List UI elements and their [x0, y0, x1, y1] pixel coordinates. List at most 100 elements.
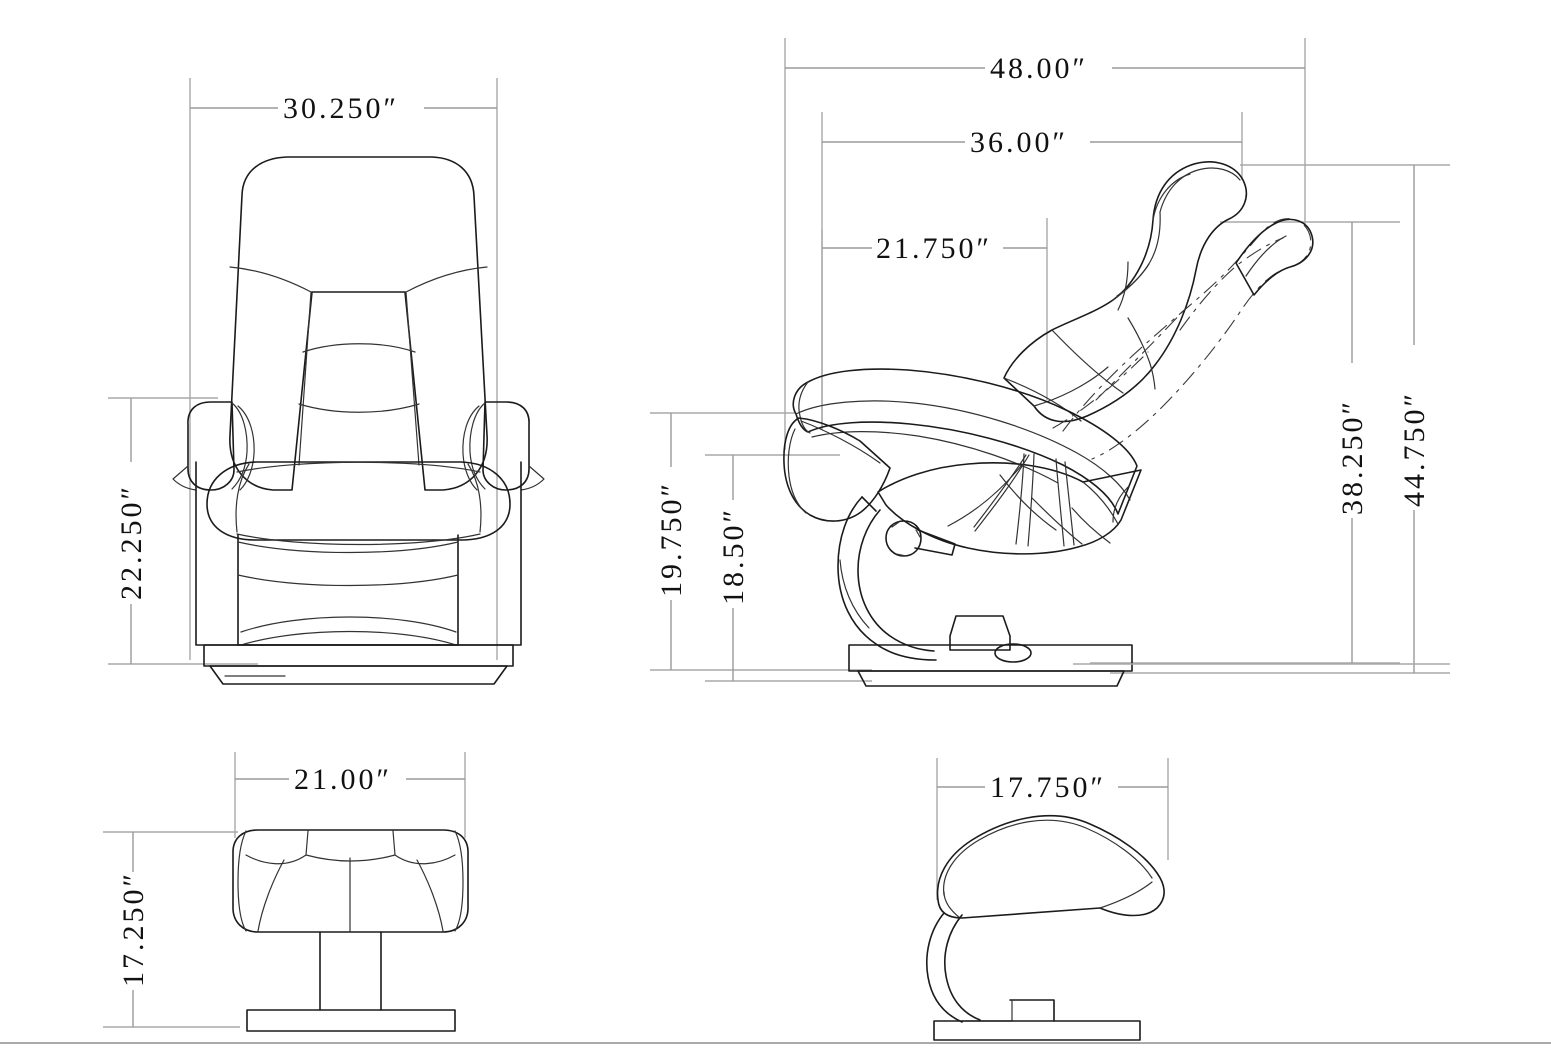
- ottoman-side-base-plate: [933, 1020, 1141, 1041]
- armrest-front-pad-seam2: [800, 420, 881, 464]
- ottoman-side-cushion-outline: [936, 814, 1165, 919]
- seat-cushion-seam-right: [467, 463, 482, 533]
- recliner-front-geometry: [172, 156, 545, 685]
- backrest-quilt-seam-a: [1051, 329, 1124, 394]
- dimension-label-seat-front-height: 19.750″: [655, 481, 688, 597]
- dimension-recliner-width: 30.250″: [189, 78, 498, 660]
- view-recliner-side: 48.00″ 36.00″ 21.750″ 19.750″: [650, 38, 1450, 687]
- backrest-upright-phantom-seam2: [1052, 351, 1149, 429]
- headrest-reclined-inner-seam: [1152, 173, 1191, 221]
- mechanism-line-1: [1015, 453, 1025, 545]
- front-skirt-seam-lower2: [240, 630, 457, 646]
- tension-knob: [885, 520, 922, 557]
- backrest-quilt-seam-b: [1033, 366, 1109, 407]
- armrest-right-fold-b: [462, 405, 480, 491]
- seat-cushion-top-seam: [236, 461, 481, 473]
- seat-frame-seam2: [1112, 486, 1129, 523]
- backrest-reclined-outline: [1003, 161, 1248, 423]
- base-riser-block: [949, 615, 1011, 651]
- dimension-label-ottoman-height: 17.250″: [117, 871, 150, 987]
- dimension-ottoman-width: 21.00″: [234, 752, 466, 838]
- armrest-left-skirt: [172, 465, 197, 491]
- dimension-recliner-seat-depth: 21.750″: [821, 218, 1048, 430]
- center-cushion-right-seam: [405, 291, 420, 466]
- armrest-right-skirt: [520, 465, 545, 491]
- dimension-label-ottoman-width: 21.00″: [294, 763, 392, 796]
- back-panel-right-seam: [405, 266, 488, 293]
- base-plate-lower-side: [857, 670, 1125, 687]
- dimension-label-seat-rear-height: 18.50″: [717, 507, 750, 605]
- dimension-label-seat-depth: 21.750″: [876, 232, 992, 265]
- front-skirt-seam-lower: [240, 616, 457, 633]
- base-plate-upper-side: [848, 644, 1133, 672]
- recliner-side-geometry: [783, 161, 1450, 687]
- dimension-upright-height: 44.750″: [1110, 164, 1450, 674]
- backrest-upright-phantom-outline: [1062, 218, 1312, 460]
- headrest-reclined-neck-seam: [1116, 211, 1161, 297]
- mechanism-line-10: [999, 474, 1057, 531]
- front-skirt-panel: [237, 534, 459, 646]
- pedestal-column-cap: [861, 496, 877, 512]
- armrest-left-fold-a: [231, 402, 248, 490]
- dimension-label-upright-height: 44.750″: [1398, 391, 1431, 507]
- armrest-side-outline: [792, 368, 1138, 515]
- center-cushion-left-seam: [298, 291, 312, 466]
- mechanism-line-5: [973, 454, 1027, 528]
- backrest-reclined-panel-seam2: [1117, 261, 1129, 311]
- seat-frame-seam: [1082, 481, 1119, 525]
- tension-knob-facet-b: [915, 529, 921, 538]
- dimension-ottoman-depth: 17.750″: [936, 758, 1169, 900]
- pedestal-column-outer: [837, 496, 937, 661]
- dimension-label-upright-depth: 36.00″: [970, 126, 1068, 159]
- mechanism-line-8: [1031, 497, 1083, 545]
- armrest-side-top-seam: [795, 400, 1131, 501]
- front-skirt-seam-upper: [237, 541, 459, 554]
- headrest-upright-seam: [1245, 235, 1287, 277]
- seat-frame-outline: [877, 462, 1142, 555]
- front-skirt-seam-mid: [237, 574, 459, 587]
- dimension-seat-rear-height: 18.50″: [705, 454, 872, 682]
- armrest-side-lower-seam: [811, 431, 1059, 484]
- ottoman-cushion-right-panel-seam: [416, 859, 444, 932]
- ottoman-cushion-center-top-seam: [305, 854, 396, 862]
- dimension-recliner-seat-height: 22.250″: [108, 397, 258, 665]
- tension-knob-facet-a: [891, 521, 900, 528]
- mechanism-line-9: [1071, 507, 1111, 544]
- armrest-right-pad: [482, 401, 530, 491]
- backrest-upright-phantom-seam: [1095, 307, 1187, 401]
- pedestal-column-inner: [857, 509, 935, 652]
- dimension-label-recliner-seat-height: 22.250″: [115, 484, 148, 600]
- mechanism-line-3: [1064, 461, 1075, 546]
- backrest-upright-phantom-inner: [1179, 237, 1284, 331]
- armrest-side-front-cap: [798, 381, 811, 434]
- tension-knob-lever: [914, 529, 956, 556]
- armrest-left-fold-b: [237, 405, 255, 491]
- dimension-seat-front-height: 19.750″: [650, 412, 872, 671]
- headrest-reclined-neck-seam2: [1112, 263, 1150, 301]
- ottoman-base-plate: [246, 1009, 456, 1032]
- view-recliner-front: 30.250″ 22.250″: [108, 78, 545, 685]
- center-cushion-seam-upper: [302, 343, 416, 353]
- dimension-label-reclined-depth: 48.00″: [990, 52, 1088, 85]
- armrest-right-fold-a: [469, 402, 486, 490]
- ottoman-cushion-right-edge: [454, 830, 464, 932]
- dimension-recliner-upright-depth: 36.00″: [821, 112, 1243, 430]
- ottoman-cushion-left-edge: [237, 830, 247, 932]
- mechanism-line-2: [1027, 453, 1035, 547]
- dimension-recliner-reclined-depth: 48.00″: [784, 38, 1306, 450]
- base-bolt-cap: [994, 643, 1032, 663]
- dimension-label-reclined-height: 38.250″: [1336, 399, 1369, 515]
- ottoman-side-top-seam: [943, 819, 1153, 896]
- tension-knob-facet-c: [895, 553, 907, 557]
- dimension-label-ottoman-depth: 17.750″: [990, 771, 1106, 804]
- back-panel-left-seam: [229, 266, 312, 293]
- mechanism-line-7: [947, 465, 1022, 527]
- armrest-left-pad: [187, 401, 235, 491]
- view-ottoman-side: 17.750″: [925, 758, 1169, 1041]
- seat-cushion-seam-left: [235, 463, 250, 533]
- ottoman-side-rear-cap: [943, 891, 961, 919]
- dimension-label-recliner-width: 30.250″: [283, 92, 399, 125]
- ottoman-side-geometry: [925, 814, 1165, 1041]
- mechanism-line-4: [1055, 458, 1065, 547]
- ottoman-side-column-foot-edge: [961, 1000, 1013, 1022]
